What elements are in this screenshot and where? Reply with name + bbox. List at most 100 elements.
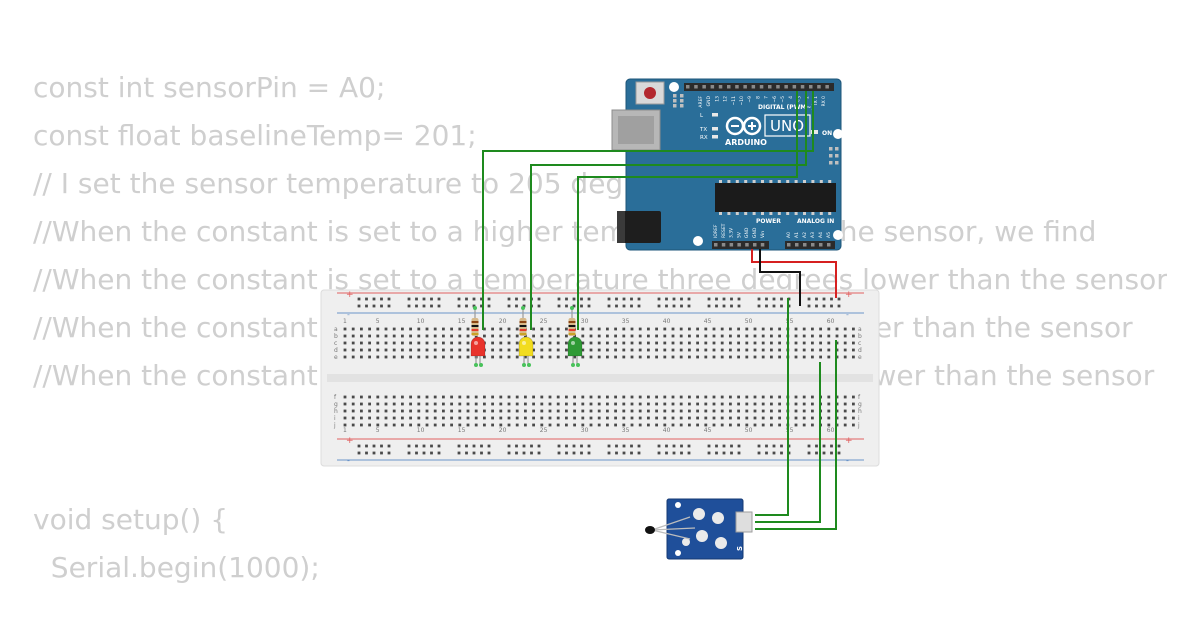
breadboard-hole[interactable]: [802, 409, 806, 413]
breadboard-hole[interactable]: [753, 348, 757, 352]
breadboard-hole[interactable]: [589, 409, 593, 413]
breadboard-hole[interactable]: [351, 423, 355, 427]
rail-hole[interactable]: [537, 297, 541, 301]
breadboard-hole[interactable]: [524, 334, 527, 338]
breadboard-hole[interactable]: [581, 348, 585, 352]
breadboard-hole[interactable]: [606, 423, 609, 427]
breadboard-hole[interactable]: [384, 423, 388, 427]
breadboard-hole[interactable]: [491, 355, 494, 359]
breadboard-hole[interactable]: [491, 334, 494, 338]
breadboard-hole[interactable]: [852, 409, 855, 413]
breadboard-hole[interactable]: [499, 334, 503, 338]
rail-hole[interactable]: [572, 451, 576, 455]
rail-hole[interactable]: [430, 444, 433, 448]
breadboard-hole[interactable]: [606, 409, 609, 413]
breadboard-hole[interactable]: [729, 348, 732, 352]
rail-hole[interactable]: [622, 444, 626, 448]
breadboard-hole[interactable]: [565, 402, 568, 406]
rail-hole[interactable]: [807, 297, 811, 301]
header-pin[interactable]: [787, 243, 791, 247]
breadboard-hole[interactable]: [368, 348, 371, 352]
breadboard-hole[interactable]: [515, 395, 519, 399]
breadboard-hole[interactable]: [532, 409, 535, 413]
breadboard-hole[interactable]: [409, 402, 412, 406]
breadboard-hole[interactable]: [696, 341, 699, 345]
breadboard-hole[interactable]: [761, 348, 765, 352]
rail-hole[interactable]: [637, 297, 641, 301]
rail-hole[interactable]: [615, 451, 618, 455]
breadboard-hole[interactable]: [384, 348, 388, 352]
breadboard-hole[interactable]: [450, 327, 453, 331]
breadboard-hole[interactable]: [532, 327, 535, 331]
breadboard-hole[interactable]: [425, 416, 429, 420]
breadboard-hole[interactable]: [778, 423, 781, 427]
rail-hole[interactable]: [830, 444, 833, 448]
breadboard-hole[interactable]: [802, 416, 806, 420]
breadboard-hole[interactable]: [630, 348, 634, 352]
breadboard-hole[interactable]: [450, 402, 453, 406]
breadboard-hole[interactable]: [351, 409, 355, 413]
breadboard-hole[interactable]: [770, 348, 773, 352]
breadboard-hole[interactable]: [737, 409, 740, 413]
breadboard-hole[interactable]: [368, 395, 371, 399]
breadboard-hole[interactable]: [565, 395, 568, 399]
rail-hole[interactable]: [687, 304, 691, 308]
breadboard-hole[interactable]: [671, 423, 675, 427]
rail-hole[interactable]: [565, 297, 568, 301]
breadboard-hole[interactable]: [663, 327, 667, 331]
rail-hole[interactable]: [380, 444, 383, 448]
breadboard-hole[interactable]: [474, 402, 478, 406]
rail-hole[interactable]: [422, 304, 426, 308]
breadboard-hole[interactable]: [614, 348, 617, 352]
breadboard-hole[interactable]: [474, 409, 478, 413]
breadboard-hole[interactable]: [630, 395, 634, 399]
rail-hole[interactable]: [387, 444, 391, 448]
breadboard-hole[interactable]: [466, 348, 470, 352]
breadboard-hole[interactable]: [376, 395, 380, 399]
breadboard-hole[interactable]: [688, 416, 691, 420]
breadboard-hole[interactable]: [729, 334, 732, 338]
rail-hole[interactable]: [387, 297, 391, 301]
breadboard-hole[interactable]: [704, 327, 708, 331]
breadboard-hole[interactable]: [712, 327, 716, 331]
breadboard-hole[interactable]: [704, 341, 708, 345]
wire-green-pin-to-red-led[interactable]: [482, 91, 814, 330]
breadboard-hole[interactable]: [802, 341, 806, 345]
breadboard-hole[interactable]: [655, 402, 658, 406]
breadboard-hole[interactable]: [540, 416, 544, 420]
breadboard-hole[interactable]: [597, 348, 601, 352]
rail-hole[interactable]: [715, 444, 718, 448]
breadboard-hole[interactable]: [368, 327, 371, 331]
breadboard-hole[interactable]: [671, 395, 675, 399]
breadboard-hole[interactable]: [794, 423, 798, 427]
breadboard-hole[interactable]: [729, 416, 732, 420]
wire-black-gnd[interactable]: [759, 249, 801, 306]
breadboard-hole[interactable]: [409, 423, 412, 427]
rail-hole[interactable]: [615, 444, 618, 448]
rail-hole[interactable]: [487, 297, 491, 301]
breadboard-hole[interactable]: [573, 416, 576, 420]
breadboard-hole[interactable]: [843, 327, 847, 331]
breadboard-hole[interactable]: [622, 355, 626, 359]
breadboard-hole[interactable]: [532, 341, 535, 345]
breadboard-hole[interactable]: [802, 355, 806, 359]
breadboard-hole[interactable]: [499, 423, 503, 427]
breadboard-hole[interactable]: [417, 327, 421, 331]
breadboard-hole[interactable]: [827, 423, 831, 427]
breadboard-hole[interactable]: [778, 395, 781, 399]
header-pin[interactable]: [735, 85, 739, 89]
breadboard-hole[interactable]: [729, 327, 732, 331]
breadboard-hole[interactable]: [556, 327, 560, 331]
breadboard-hole[interactable]: [835, 334, 839, 338]
breadboard-hole[interactable]: [753, 423, 757, 427]
breadboard-hole[interactable]: [852, 334, 855, 338]
breadboard-hole[interactable]: [761, 416, 765, 420]
rail-hole[interactable]: [537, 304, 541, 308]
breadboard-hole[interactable]: [507, 423, 511, 427]
breadboard-hole[interactable]: [802, 423, 806, 427]
breadboard-hole[interactable]: [819, 334, 822, 338]
breadboard-hole[interactable]: [597, 402, 601, 406]
breadboard-hole[interactable]: [450, 334, 453, 338]
rail-hole[interactable]: [437, 451, 441, 455]
breadboard-hole[interactable]: [843, 348, 847, 352]
